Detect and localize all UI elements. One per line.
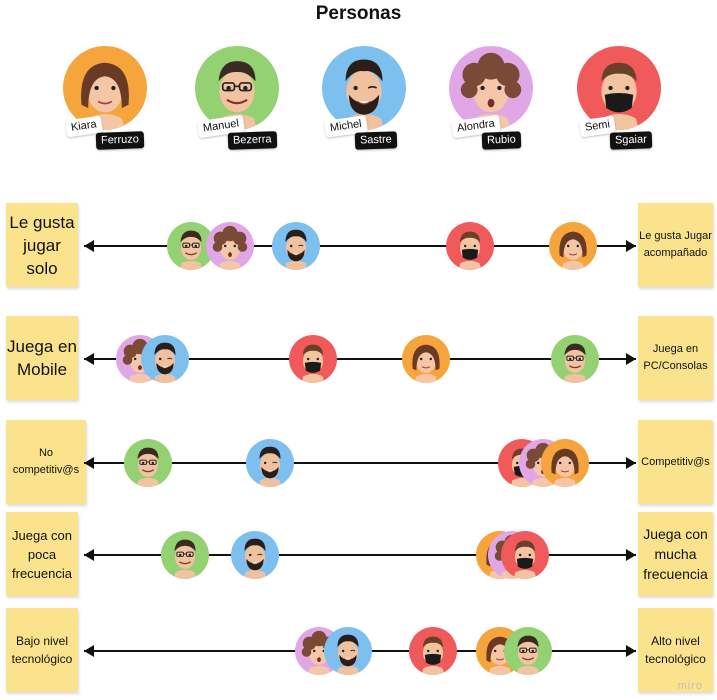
arrow-right-icon (626, 457, 636, 469)
persona-marker-michel[interactable] (246, 439, 294, 487)
arrow-left-icon (84, 549, 94, 561)
arrow-right-icon (626, 240, 636, 252)
persona-avatar-semi (577, 46, 661, 130)
scale-left-label: Juega en Mobile (7, 337, 77, 379)
scale-right-label: Competitiv@s (641, 455, 710, 468)
persona-last-name: Ferruzo (95, 131, 145, 150)
persona-marker-manuel[interactable] (503, 627, 552, 675)
persona-marker-manuel[interactable] (167, 222, 215, 270)
persona-marker-michel[interactable] (231, 531, 279, 579)
scale-right-label: Juega con mucha frecuencia (643, 526, 708, 582)
persona-last-name: Rubio (481, 131, 522, 150)
scale-row: Juega con poca frecuencia Juega con mucha… (0, 512, 717, 598)
scale-axis-line (84, 462, 636, 464)
scale-left-label: No competitiv@s (12, 447, 80, 476)
persona-marker-manuel[interactable] (161, 531, 209, 579)
persona-last-name: Sgaiar (609, 131, 653, 150)
arrow-right-icon (626, 353, 636, 365)
persona-last-name: Sastre (354, 131, 398, 150)
persona-marker-manuel[interactable] (551, 335, 599, 383)
scale-right-note[interactable]: Juega con mucha frecuencia (638, 512, 713, 596)
scale-left-note[interactable]: Le gusta jugar solo (6, 203, 78, 287)
persona-avatar-kiara (63, 46, 147, 130)
miro-watermark: miro (677, 680, 703, 692)
scale-axis-line (84, 245, 636, 247)
persona-last-name: Bezerra (227, 131, 277, 150)
scale-right-label: Alto nivel tecnológico (645, 634, 706, 666)
scale-left-note[interactable]: No competitiv@s (6, 420, 86, 504)
scale-left-note[interactable]: Juega con poca frecuencia (6, 512, 78, 596)
scale-left-note[interactable]: Bajo nivel tecnológico (6, 608, 78, 692)
scale-right-note[interactable]: Le gusta Jugar acompañado (638, 203, 713, 287)
persona-marker-kiara[interactable] (548, 222, 597, 270)
persona-marker-kiara[interactable] (402, 335, 450, 383)
scale-right-note[interactable]: Juega en PC/Consolas (638, 316, 713, 400)
scale-row: No competitiv@s Competitiv@s (0, 420, 717, 506)
scale-left-note[interactable]: Juega en Mobile (6, 316, 78, 400)
persona-marker-semi[interactable] (408, 627, 457, 675)
scale-right-label: Juega en PC/Consolas (643, 343, 708, 372)
persona-marker-michel[interactable] (323, 627, 372, 675)
persona-marker-michel[interactable] (271, 222, 320, 270)
scale-axis-line (84, 358, 636, 360)
arrow-left-icon (84, 645, 94, 657)
scale-row: Juega en Mobile Juega en PC/Consolas (0, 316, 717, 402)
page-title: Personas (315, 3, 402, 24)
arrow-left-icon (84, 457, 94, 469)
persona-marker-semi[interactable] (446, 222, 494, 270)
scale-left-label: Bajo nivel tecnológico (11, 634, 73, 666)
persona-marker-semi[interactable] (501, 531, 549, 579)
arrow-left-icon (84, 353, 94, 365)
scale-left-label: Le gusta jugar solo (9, 212, 75, 278)
persona-marker-michel[interactable] (141, 335, 189, 383)
scale-axis-line (84, 554, 636, 556)
arrow-right-icon (626, 549, 636, 561)
scale-right-label: Le gusta Jugar acompañado (639, 230, 712, 259)
persona-marker-kiara[interactable] (541, 439, 589, 487)
scale-row: Le gusta jugar solo Le gusta Jugar acompa… (0, 203, 717, 289)
scale-right-note[interactable]: Competitiv@s (638, 420, 713, 504)
persona-marker-semi[interactable] (289, 335, 337, 383)
persona-marker-alondra[interactable] (206, 222, 254, 270)
arrow-right-icon (626, 645, 636, 657)
persona-marker-manuel[interactable] (124, 439, 172, 487)
scale-right-note[interactable]: Alto nivel tecnológico (638, 608, 713, 692)
scale-row: Bajo nivel tecnológico Alto nivel tecnoló… (0, 608, 717, 694)
arrow-left-icon (84, 240, 94, 252)
scale-left-label: Juega con poca frecuencia (12, 527, 72, 581)
